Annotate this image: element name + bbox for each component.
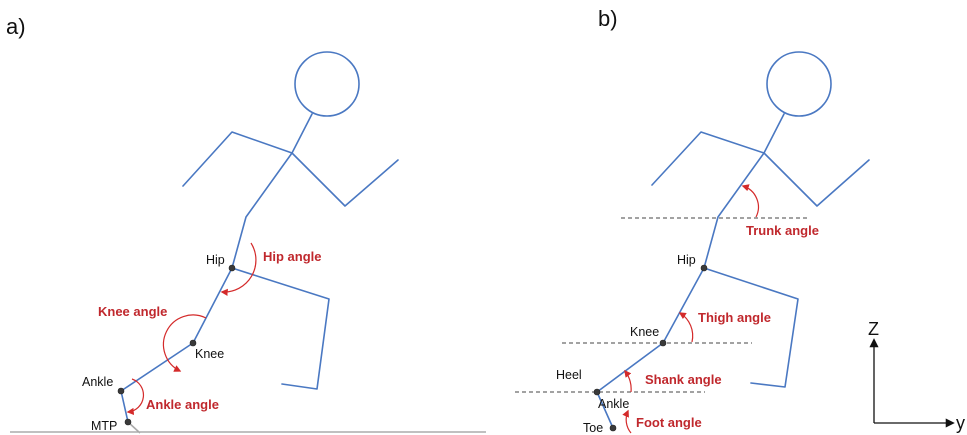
trunk-angle-arc <box>741 184 759 218</box>
shank-angle-arc <box>624 369 632 393</box>
head <box>294 51 360 117</box>
foot-angle-arc <box>622 409 632 434</box>
hip-joint <box>700 264 708 272</box>
ankle-angle-arc <box>126 378 145 416</box>
arms <box>182 131 399 207</box>
ankle-label-a: Ankle <box>82 375 113 389</box>
z-axis-label: Z <box>868 319 879 339</box>
knee-joint <box>189 339 197 347</box>
neck <box>291 113 313 154</box>
front-leg <box>703 267 799 388</box>
knee-angle-label: Knee angle <box>98 304 167 319</box>
arms <box>651 131 870 207</box>
foot-angle-label: Foot angle <box>636 415 702 430</box>
hip-angle-label: Hip angle <box>263 249 322 264</box>
panel-a: a) Hip Knee Ankle MTP Hip angle Knee ang… <box>6 14 486 434</box>
ankle-label-b: Ankle <box>598 397 629 411</box>
toe-label-b: Toe <box>583 421 603 435</box>
knee-label-a: Knee <box>195 347 224 361</box>
knee-label-b: Knee <box>630 325 659 339</box>
hip-label-b: Hip <box>677 253 696 267</box>
back-leg-and-trunk <box>596 152 765 429</box>
panel-b-label: b) <box>598 6 618 31</box>
head <box>766 51 832 117</box>
coordinate-axes: Z y <box>868 319 965 433</box>
thigh-angle-label: Thigh angle <box>698 310 771 325</box>
ankle-angle-label: Ankle angle <box>146 397 219 412</box>
mtp-label-a: MTP <box>91 419 117 433</box>
shank-angle-label: Shank angle <box>645 372 722 387</box>
mtp-joint <box>124 418 132 426</box>
back-leg-and-trunk <box>120 152 293 423</box>
front-leg <box>231 267 330 390</box>
neck <box>763 113 785 154</box>
toe-joint <box>609 424 617 432</box>
trunk-angle-label: Trunk angle <box>746 223 819 238</box>
runner-figure-b <box>596 51 870 429</box>
ankle-joint <box>593 388 601 396</box>
hip-angle-arc <box>220 242 257 296</box>
runner-figure-a <box>120 51 399 434</box>
panel-a-label: a) <box>6 14 26 39</box>
thigh-angle-arc <box>678 312 694 343</box>
ankle-joint <box>117 387 125 395</box>
knee-joint <box>659 339 667 347</box>
hip-label-a: Hip <box>206 253 225 267</box>
knee-angle-arc <box>162 314 207 372</box>
hip-joint <box>228 264 236 272</box>
panel-b: b) Hip Knee Heel Ankle Toe Trunk angle <box>515 6 965 435</box>
heel-label-b: Heel <box>556 368 582 382</box>
y-axis-label: y <box>956 413 965 433</box>
